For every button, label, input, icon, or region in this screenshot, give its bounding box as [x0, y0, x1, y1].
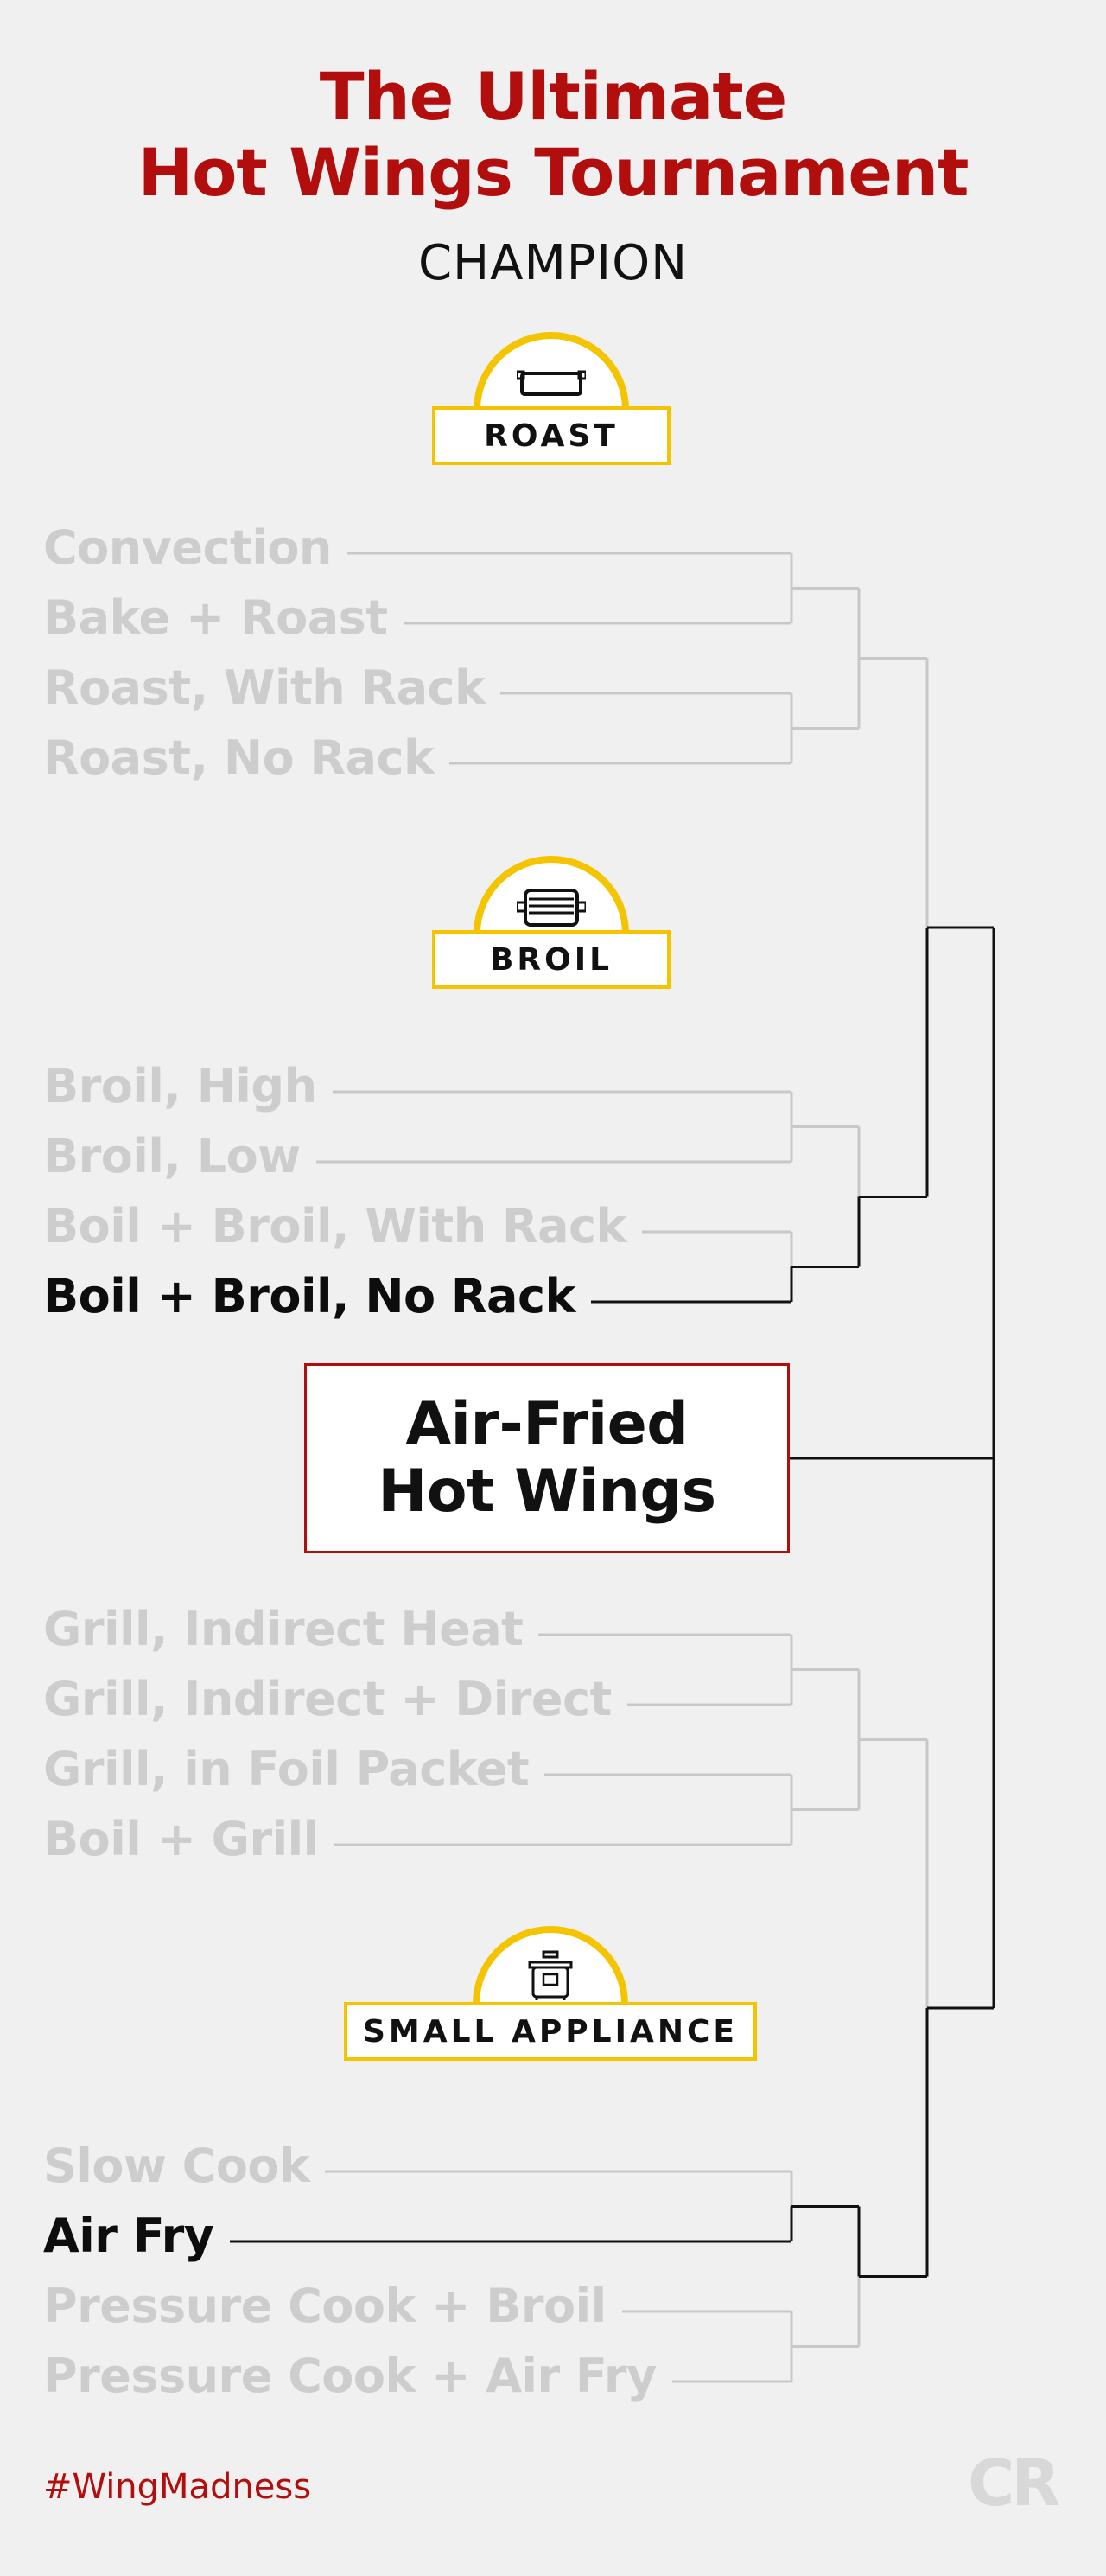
category-label-broil: BROIL: [489, 941, 613, 978]
hashtag: #WingMadness: [43, 2467, 312, 2507]
bracket-entry: Convection: [43, 520, 332, 575]
bracket-entry: Grill, Indirect Heat: [43, 1602, 524, 1656]
bracket-entry: Roast, No Rack: [43, 730, 435, 785]
bracket-entry: Bake + Roast: [43, 590, 388, 645]
bracket-entry-winner: Boil + Broil, No Rack: [43, 1269, 575, 1323]
bracket-entry: Grill, Indirect + Direct: [43, 1672, 612, 1726]
cr-logo: CR: [968, 2446, 1060, 2521]
category-badge-roast: ROAST: [432, 332, 671, 465]
category-badge-broil: BROIL: [432, 856, 671, 989]
category-label-small-appliance: SMALL APPLIANCE: [363, 2013, 738, 2050]
category-badge-small-appliance: SMALL APPLIANCE: [344, 1926, 757, 2061]
bracket-entry: Pressure Cook + Broil: [43, 2279, 607, 2333]
bracket-entry: Broil, High: [43, 1059, 317, 1113]
bracket-entry: Grill, in Foil Packet: [43, 1742, 530, 1796]
title-line-1: The Ultimate: [319, 58, 787, 135]
roasting-pan-icon: [517, 370, 586, 396]
broiler-pan-icon: [517, 889, 586, 927]
category-label-roast: ROAST: [484, 418, 619, 454]
pressure-cooker-icon: [528, 1950, 573, 2000]
champion-heading: CHAMPION: [417, 235, 689, 291]
bracket-entry-winner: Air Fry: [43, 2209, 214, 2263]
bracket-entry: Slow Cook: [43, 2139, 310, 2193]
bracket-entry: Boil + Grill: [43, 1812, 319, 1866]
champion-box: Air-Fried Hot Wings: [304, 1363, 790, 1553]
title-line-2: Hot Wings Tournament: [137, 134, 969, 211]
champion-name-line-1: Air-Fried: [405, 1390, 689, 1458]
bracket-entry: Pressure Cook + Air Fry: [43, 2349, 657, 2403]
champion-name-line-2: Hot Wings: [378, 1457, 716, 1526]
bracket-entry: Boil + Broil, With Rack: [43, 1199, 626, 1253]
bracket-entry: Roast, With Rack: [43, 660, 486, 715]
bracket-entry: Broil, Low: [43, 1129, 301, 1183]
